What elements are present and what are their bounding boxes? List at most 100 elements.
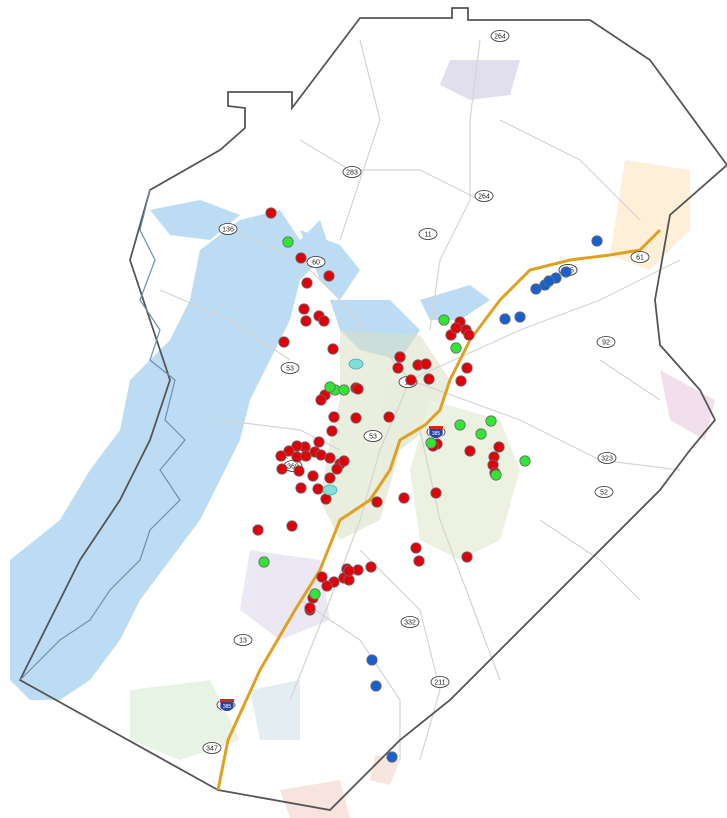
- route-label-text: 369: [287, 464, 299, 471]
- green-point-marker[interactable]: [485, 415, 497, 427]
- red-point-marker[interactable]: [315, 394, 327, 406]
- red-point-marker[interactable]: [298, 303, 310, 315]
- route-label: 52: [594, 486, 614, 498]
- red-point-marker[interactable]: [300, 315, 312, 327]
- blue-point-marker[interactable]: [591, 235, 603, 247]
- green-point-marker[interactable]: [338, 384, 350, 396]
- red-point-marker[interactable]: [392, 362, 404, 374]
- red-point-marker[interactable]: [326, 425, 338, 437]
- red-point-marker[interactable]: [321, 580, 333, 592]
- red-point-marker[interactable]: [313, 436, 325, 448]
- red-point-marker[interactable]: [293, 465, 305, 477]
- red-point-marker[interactable]: [307, 470, 319, 482]
- route-label-text: 60: [312, 260, 320, 267]
- interstate-shield: 385: [219, 698, 235, 712]
- blue-point-marker[interactable]: [560, 266, 572, 278]
- blue-point-marker[interactable]: [543, 275, 555, 287]
- red-point-marker[interactable]: [324, 472, 336, 484]
- red-point-marker[interactable]: [291, 440, 303, 452]
- green-point-marker[interactable]: [282, 236, 294, 248]
- lake-shoreline: [19, 189, 186, 681]
- red-point-marker[interactable]: [464, 445, 476, 457]
- route-label: 60: [306, 256, 326, 268]
- red-point-marker[interactable]: [301, 277, 313, 289]
- green-point-marker[interactable]: [425, 437, 437, 449]
- route-label: 264: [490, 30, 510, 42]
- route-label: 347: [202, 742, 222, 754]
- route-label-text: 347: [206, 746, 218, 753]
- green-point-marker[interactable]: [309, 588, 321, 600]
- red-point-marker[interactable]: [283, 445, 295, 457]
- red-point-marker[interactable]: [430, 487, 442, 499]
- red-point-marker[interactable]: [331, 463, 343, 475]
- red-point-marker[interactable]: [252, 524, 264, 536]
- blue-point-marker[interactable]: [366, 654, 378, 666]
- red-point-marker[interactable]: [463, 329, 475, 341]
- green-point-marker[interactable]: [438, 314, 450, 326]
- red-point-marker[interactable]: [493, 441, 505, 453]
- red-point-marker[interactable]: [450, 322, 462, 334]
- route-label: 53: [363, 430, 383, 442]
- route-label: 92: [596, 336, 616, 348]
- green-point-marker[interactable]: [454, 419, 466, 431]
- red-point-marker[interactable]: [304, 602, 316, 614]
- blue-point-marker[interactable]: [386, 751, 398, 763]
- green-point-marker[interactable]: [324, 381, 336, 393]
- red-point-marker[interactable]: [295, 482, 307, 494]
- green-point-marker[interactable]: [258, 556, 270, 568]
- red-point-marker[interactable]: [423, 373, 435, 385]
- cyan-area-marker: [322, 484, 338, 496]
- red-point-marker[interactable]: [318, 315, 330, 327]
- red-point-marker[interactable]: [324, 452, 336, 464]
- red-point-marker[interactable]: [295, 252, 307, 264]
- red-point-marker[interactable]: [410, 542, 422, 554]
- green-point-marker[interactable]: [519, 455, 531, 467]
- route-label-text: 264: [478, 194, 490, 201]
- red-point-marker[interactable]: [394, 351, 406, 363]
- red-point-marker[interactable]: [398, 492, 410, 504]
- red-point-marker[interactable]: [276, 463, 288, 475]
- blue-point-marker[interactable]: [370, 680, 382, 692]
- interstate-shield-text: 385: [432, 431, 441, 437]
- red-point-marker[interactable]: [275, 450, 287, 462]
- red-point-marker[interactable]: [328, 411, 340, 423]
- route-label-text: 53: [286, 366, 294, 373]
- route-label: 11: [418, 228, 438, 240]
- red-point-marker[interactable]: [312, 483, 324, 495]
- route-label-text: 323: [601, 456, 613, 463]
- red-point-marker[interactable]: [343, 565, 355, 577]
- route-label: 283: [342, 166, 362, 178]
- green-point-marker[interactable]: [475, 428, 487, 440]
- red-point-marker[interactable]: [352, 383, 364, 395]
- interstate-shield: 385: [428, 425, 444, 439]
- lake-water: [10, 200, 490, 700]
- route-label: 323: [597, 452, 617, 464]
- red-point-marker[interactable]: [338, 455, 350, 467]
- red-point-marker[interactable]: [327, 343, 339, 355]
- red-point-marker[interactable]: [323, 270, 335, 282]
- red-point-marker[interactable]: [371, 496, 383, 508]
- red-point-marker[interactable]: [278, 336, 290, 348]
- red-point-marker[interactable]: [365, 561, 377, 573]
- blue-point-marker[interactable]: [514, 311, 526, 323]
- route-label-text: 13: [239, 638, 247, 645]
- red-point-marker[interactable]: [455, 375, 467, 387]
- red-point-marker[interactable]: [405, 374, 417, 386]
- red-point-marker[interactable]: [383, 411, 395, 423]
- route-label-text: 61: [636, 255, 644, 262]
- route-label-text: 264: [494, 34, 506, 41]
- red-point-marker[interactable]: [420, 358, 432, 370]
- red-point-marker[interactable]: [286, 520, 298, 532]
- route-label-text: 52: [600, 490, 608, 497]
- red-point-marker[interactable]: [316, 571, 328, 583]
- blue-point-marker[interactable]: [499, 313, 511, 325]
- county-boundary: [18, 7, 727, 811]
- red-point-marker[interactable]: [461, 362, 473, 374]
- red-point-marker[interactable]: [413, 555, 425, 567]
- red-point-marker[interactable]: [350, 412, 362, 424]
- green-point-marker[interactable]: [490, 469, 502, 481]
- red-point-marker[interactable]: [265, 207, 277, 219]
- red-point-marker[interactable]: [461, 551, 473, 563]
- green-point-marker[interactable]: [450, 342, 462, 354]
